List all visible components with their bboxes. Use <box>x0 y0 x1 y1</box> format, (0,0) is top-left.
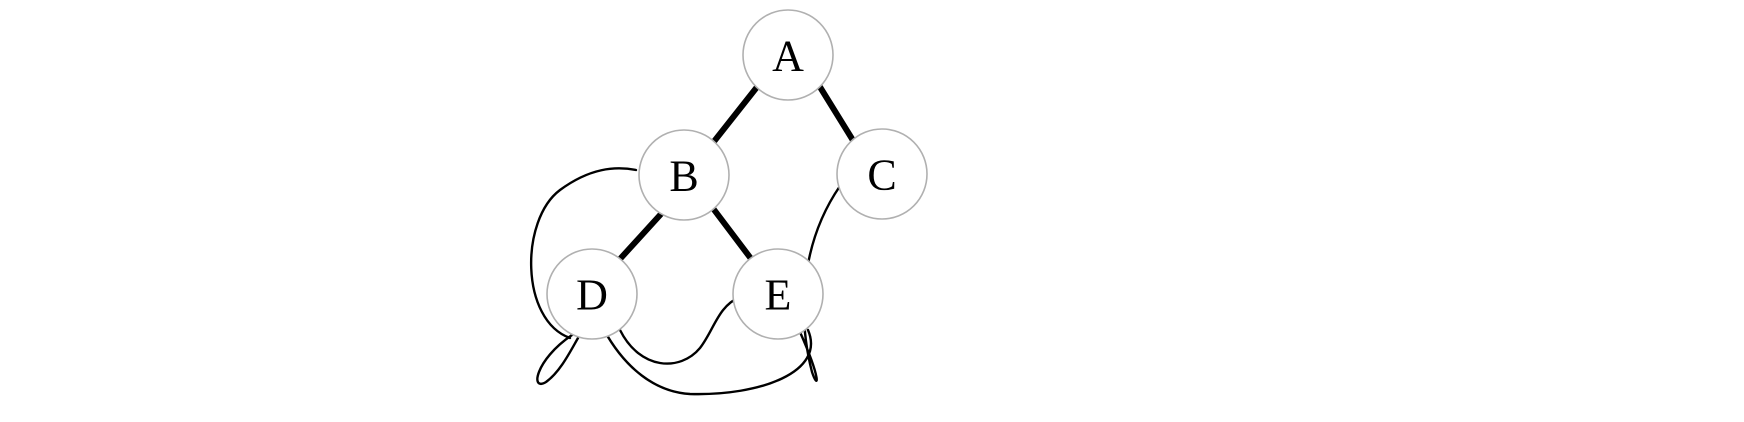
node-circle-d[interactable] <box>546 248 638 340</box>
graph-node-d[interactable]: D <box>546 248 638 340</box>
graph-node-a[interactable]: A <box>742 9 834 101</box>
node-layer: A B C D E <box>546 9 928 340</box>
tree-edge-layer <box>617 84 857 263</box>
node-circle-e[interactable] <box>732 248 824 340</box>
tree-edge-b-d <box>617 211 664 262</box>
node-circle-b[interactable] <box>638 129 730 221</box>
node-circle-a[interactable] <box>742 9 834 101</box>
graph-node-e[interactable]: E <box>732 248 824 340</box>
curved-edge-d-self-loop <box>536 333 580 385</box>
curved-edge-layer <box>529 167 842 396</box>
tree-edge-a-b <box>709 84 760 147</box>
node-circle-c[interactable] <box>836 128 928 220</box>
curved-edge-e-to-c <box>798 184 842 382</box>
curved-edge-d-to-b <box>529 167 638 340</box>
curved-edge-e-to-d <box>602 328 813 396</box>
graph-node-b[interactable]: B <box>638 129 730 221</box>
tree-edge-a-c <box>817 84 857 145</box>
tree-edge-b-e <box>709 204 755 263</box>
graph-node-c[interactable]: C <box>836 128 928 220</box>
curved-edge-d-to-e <box>618 295 742 365</box>
